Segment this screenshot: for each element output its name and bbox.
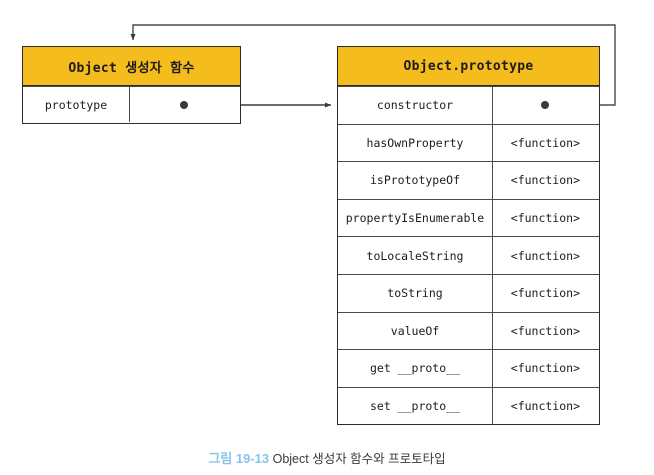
property-value-constructor	[493, 87, 598, 124]
property-value-tolocalestring: <function>	[510, 248, 581, 263]
figure-caption-text: Object 생성자 함수와 프로토타입	[272, 452, 446, 466]
property-name-valueof: valueOf	[338, 312, 493, 350]
reference-dot-icon	[180, 100, 189, 109]
table-row: isPrototypeOf <function>	[338, 161, 599, 199]
property-name-isprototypeof: isPrototypeOf	[338, 162, 493, 199]
property-value-tostring: <function>	[510, 286, 581, 301]
table-row: toString <function>	[338, 273, 599, 312]
property-value-isprototypeof: <function>	[510, 173, 581, 188]
reference-dot-icon	[541, 101, 550, 110]
property-name-get-proto: get __proto__	[338, 350, 493, 387]
property-value-prototype	[130, 87, 238, 122]
property-value-valueof: <function>	[510, 323, 581, 338]
figure-caption-label: 그림 19-13	[208, 451, 270, 466]
property-name-propertyisenumerable: propertyIsEnumerable	[338, 199, 493, 237]
property-name-tostring: toString	[338, 274, 493, 312]
property-value-set-proto: <function>	[510, 399, 581, 414]
property-value-get-proto: <function>	[510, 361, 581, 376]
table-row: set __proto__ <function>	[338, 386, 599, 425]
property-value-hasownproperty: <function>	[510, 135, 581, 150]
table-row: toLocaleString <function>	[338, 236, 599, 274]
table-row: prototype	[23, 86, 240, 123]
table-row: valueOf <function>	[338, 311, 599, 350]
object-constructor-title: Object 생성자 함수	[23, 47, 240, 86]
figure-caption: 그림 19-13 Object 생성자 함수와 프로토타입	[0, 448, 654, 467]
table-row: hasOwnProperty <function>	[338, 123, 599, 162]
object-prototype-box: Object.prototype constructor hasOwnPrope…	[337, 46, 600, 425]
property-name-prototype: prototype	[23, 87, 130, 123]
property-name-set-proto: set __proto__	[338, 387, 493, 425]
object-constructor-box: Object 생성자 함수 prototype	[22, 46, 241, 124]
table-row: get __proto__ <function>	[338, 349, 599, 387]
property-name-hasownproperty: hasOwnProperty	[338, 124, 493, 162]
object-prototype-title: Object.prototype	[338, 47, 599, 86]
property-name-tolocalestring: toLocaleString	[338, 237, 493, 274]
table-row: constructor	[338, 86, 599, 124]
property-value-propertyisenumerable: <function>	[510, 211, 581, 226]
property-name-constructor: constructor	[338, 87, 493, 124]
table-row: propertyIsEnumerable <function>	[338, 198, 599, 237]
